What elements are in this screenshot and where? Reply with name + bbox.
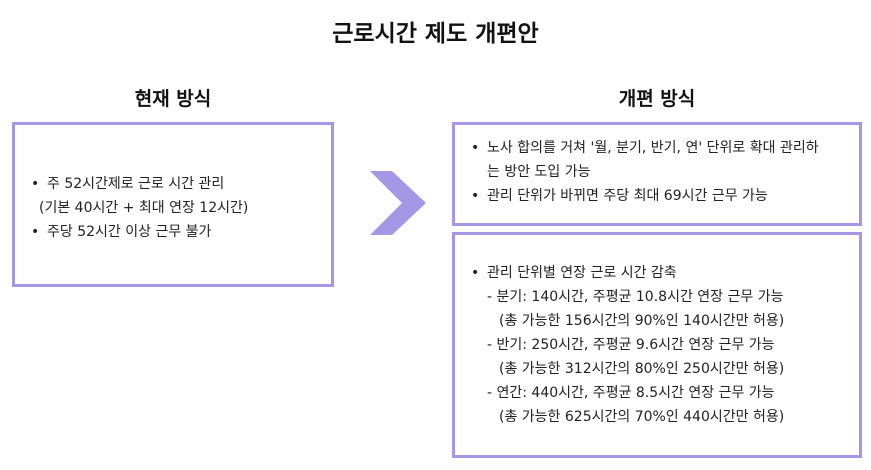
reform-item-2-line1: 관리 단위가 바뀌면 주당 최대 69시간 근무 가능: [487, 188, 768, 204]
sub-year-detail: (총 가능한 625시간의 70%인 440시간만 허용): [499, 409, 785, 425]
sub-quarter-detail: (총 가능한 156시간의 90%인 140시간만 허용): [499, 313, 785, 329]
reform-list-1: 노사 합의를 거쳐 '월, 분기, 반기, 연' 단위로 확대 관리하 는 방안…: [471, 136, 859, 208]
sub-quarter-main: - 분기: 140시간, 주평균 10.8시간 연장 근무 가능: [487, 289, 784, 305]
sub-year-main: - 연간: 440시간, 주평균 8.5시간 연장 근무 가능: [487, 385, 775, 401]
reform-item-1-line2: 는 방안 도입 가능: [487, 164, 591, 180]
reform-list-2: 관리 단위별 연장 근로 시간 감축: [471, 261, 859, 285]
current-item-1-note: (기본 40시간 + 최대 연장 12시간): [39, 200, 249, 216]
list-item: 노사 합의를 거쳐 '월, 분기, 반기, 연' 단위로 확대 관리하 는 방안…: [471, 136, 859, 184]
reform-box-1: 노사 합의를 거쳐 '월, 분기, 반기, 연' 단위로 확대 관리하 는 방안…: [452, 122, 862, 226]
list-item: 주 52시간제로 근로 시간 관리: [31, 172, 331, 196]
current-heading: 현재 방식: [134, 88, 212, 110]
reform-heading: 개편 방식: [618, 88, 696, 110]
page-title: 근로시간 제도 개편안: [332, 21, 539, 47]
reform-box2-bullet: 관리 단위별 연장 근로 시간 감축: [487, 265, 677, 281]
chevron-right-icon: [370, 171, 426, 235]
reform-item-1-line1: 노사 합의를 거쳐 '월, 분기, 반기, 연' 단위로 확대 관리하: [487, 140, 819, 156]
current-item-2-text: 주당 52시간 이상 근무 불가: [47, 224, 212, 240]
current-list: 주 52시간제로 근로 시간 관리 (기본 40시간 + 최대 연장 12시간)…: [31, 172, 331, 244]
list-item: 관리 단위가 바뀌면 주당 최대 69시간 근무 가능: [471, 184, 859, 208]
current-item-1-text: 주 52시간제로 근로 시간 관리: [47, 176, 225, 192]
sub-half-main: - 반기: 250시간, 주평균 9.6시간 연장 근무 가능: [487, 337, 775, 353]
list-item: 관리 단위별 연장 근로 시간 감축: [471, 261, 859, 285]
reform-box-2: 관리 단위별 연장 근로 시간 감축 - 분기: 140시간, 주평균 10.8…: [452, 232, 862, 458]
current-box: 주 52시간제로 근로 시간 관리 (기본 40시간 + 최대 연장 12시간)…: [12, 122, 334, 287]
list-item: 주당 52시간 이상 근무 불가: [31, 220, 331, 244]
sub-half-detail: (총 가능한 312시간의 80%인 250시간만 허용): [499, 361, 785, 377]
